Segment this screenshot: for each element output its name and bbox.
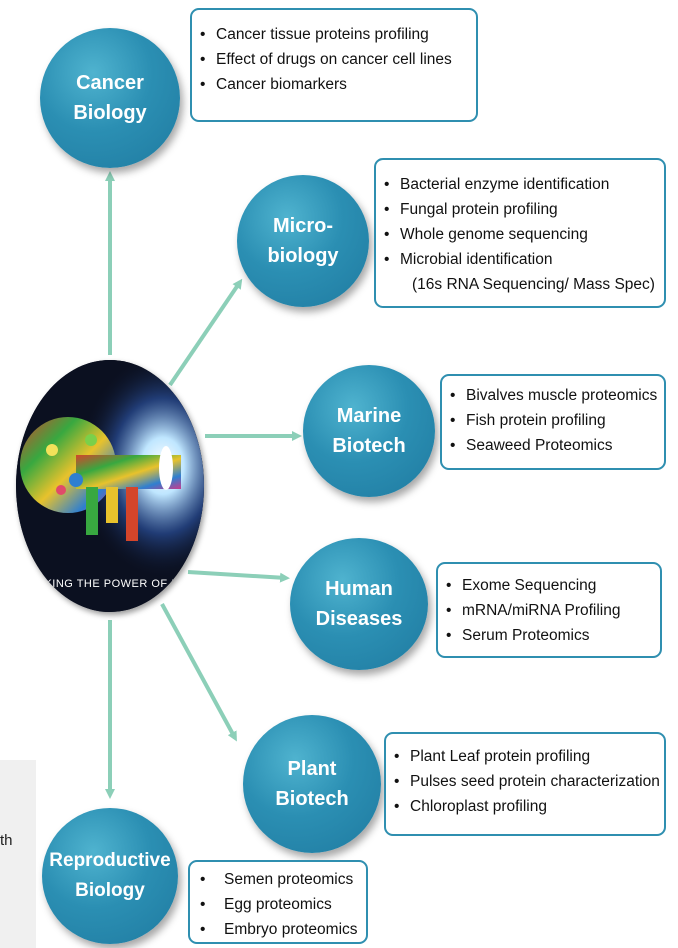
arrow-to-plant: [160, 603, 237, 742]
hub-key-image: CKING THE POWER OF PRO: [16, 360, 204, 612]
list-item-continuation: (16s RNA Sequencing/ Mass Spec): [412, 276, 655, 293]
node-label: Diseases: [315, 608, 403, 630]
list-item: Exome Sequencing: [446, 573, 650, 598]
node-label: Marine: [336, 405, 402, 427]
list-item: Embryo proteomics: [200, 917, 358, 942]
node-label: Biotech: [332, 435, 406, 457]
list-item: Chloroplast profiling: [394, 794, 654, 819]
box-reproductive-biology: Semen proteomics Egg proteomics Embryo p…: [188, 860, 368, 944]
node-label: Biology: [73, 102, 147, 124]
node-label: Cancer: [76, 72, 144, 94]
side-panel: [0, 760, 36, 948]
list-item: Semen proteomics: [200, 867, 356, 892]
node-label: Plant: [287, 758, 337, 780]
hub-caption: CKING THE POWER OF PRO: [36, 578, 197, 590]
node-label: Reproductive: [49, 850, 171, 871]
list-item: Plant Leaf protein profiling: [394, 744, 654, 769]
arrow-to-human: [187, 570, 290, 583]
list-item: Serum Proteomics: [446, 623, 650, 648]
node-label: biology: [267, 245, 339, 267]
list-item: Cancer biomarkers: [200, 72, 466, 97]
box-human-diseases: Exome Sequencing mRNA/miRNA Profiling Se…: [436, 562, 662, 658]
node-label: Biotech: [275, 788, 349, 810]
node-label: Human: [325, 578, 393, 600]
list-item: Fish protein profiling: [450, 408, 654, 433]
list-item: Effect of drugs on cancer cell lines: [200, 47, 466, 72]
list-item: Bacterial enzyme identification: [384, 172, 654, 197]
box-marine-biotech: Bivalves muscle proteomics Fish protein …: [440, 374, 666, 470]
list-item: Bivalves muscle proteomics: [450, 383, 657, 408]
list-item: Whole genome sequencing: [384, 222, 654, 247]
node-label: Biology: [75, 880, 145, 901]
box-microbiology: Bacterial enzyme identification Fungal p…: [374, 158, 666, 308]
list-item: mRNA/miRNA Profiling: [446, 598, 650, 623]
key-illustration: [16, 360, 204, 612]
list-item: Egg proteomics: [200, 892, 356, 917]
side-text: th: [0, 832, 13, 849]
box-cancer-biology: Cancer tissue proteins profiling Effect …: [190, 8, 478, 122]
node-label: Micro-: [272, 215, 333, 237]
list-item: Pulses seed protein characterization: [394, 769, 660, 794]
list-item: Seaweed Proteomics: [450, 433, 654, 458]
list-item: Cancer tissue proteins profiling: [200, 22, 466, 47]
node-microbiology: Micro-biology: [237, 175, 369, 307]
list-item: Microbial identification: [384, 247, 654, 272]
box-plant-biotech: Plant Leaf protein profiling Pulses seed…: [384, 732, 666, 836]
list-item: Fungal protein profiling: [384, 197, 654, 222]
